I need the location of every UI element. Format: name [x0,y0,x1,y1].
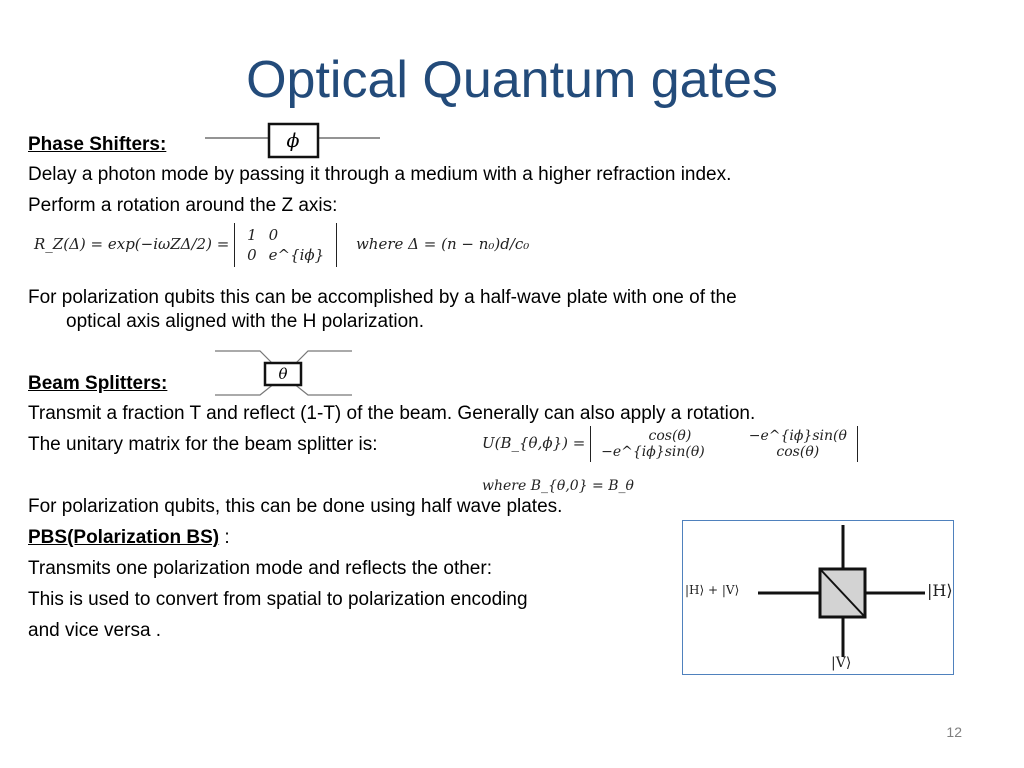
phase-shifter-gate-diagram: ϕ [205,122,380,159]
beam-splitters-heading: Beam Splitters: [28,372,167,396]
slide-title: Optical Quantum gates [246,51,778,109]
phase-line-1: Delay a photon mode by passing it throug… [28,164,732,185]
phase-polarization-line-b: optical axis aligned with the H polariza… [66,311,425,332]
beam-line-2: The unitary matrix for the beam splitter… [28,434,378,455]
pbs-label-output-h: |H⟩ [927,581,953,600]
beam-line-1: Transmit a fraction T and reflect (1-T) … [28,403,756,424]
beam-splitter-gate-diagram: θ [215,350,352,396]
phase-matrix-cell: 0 [268,226,279,244]
phase-gate-symbol: ϕ [287,130,300,152]
pbs-diagram [758,525,925,657]
beam-splitters-heading-text: Beam Splitters: [28,373,168,394]
page-number: 12 [946,724,962,740]
beam-matrix-cell: cos(θ) [776,444,820,460]
beam-formula-lhs: U(B_{θ,ϕ}) = [482,434,586,452]
pbs-line-2: This is used to convert from spatial to … [28,589,528,610]
bs-gate-symbol: θ [278,365,287,383]
phase-polarization-line-a: For polarization qubits this can be acco… [28,287,737,308]
beam-formula-where: where B_{θ,0} = B_θ [482,478,634,494]
bs-gate-box [263,361,303,387]
phase-shifters-heading-text: Phase Shifters: [28,134,167,155]
phase-formula-lhs: R_Z(Δ) = exp(−iωZΔ/2) = [34,235,230,253]
pbs-heading: PBS(Polarization BS) : [28,526,230,550]
beam-line-3: For polarization qubits, this can be don… [28,496,563,517]
phase-matrix: 1 0 0 e^{iϕ} [234,223,338,267]
pbs-heading-suffix: : [219,527,230,548]
pbs-cube-diagonal [819,568,866,618]
pbs-diagram-frame: |H⟩ + |V⟩ |H⟩ |V⟩ [682,520,954,675]
beam-matrix-cell: −e^{iϕ}sin(θ) [601,444,705,460]
pbs-label-input: |H⟩ + |V⟩ [685,583,740,597]
phase-formula-where: where Δ = (n − n₀)d/c₀ [355,235,530,253]
pbs-line-3: and vice versa . [28,620,162,641]
beam-formula: U(B_{θ,ϕ}) = cos(θ) −e^{iϕ}sin(θ −e^{iϕ}… [482,426,858,462]
phase-gate-box [267,122,320,159]
pbs-label-output-v: |V⟩ [831,655,852,671]
pbs-line-1: Transmits one polarization mode and refl… [28,558,492,579]
phase-line-2: Perform a rotation around the Z axis: [28,195,338,216]
phase-formula: R_Z(Δ) = exp(−iωZΔ/2) = 1 0 0 e^{iϕ} whe… [34,223,529,267]
beam-matrix-cell: −e^{iϕ}sin(θ [748,428,847,444]
pbs-heading-text: PBS(Polarization BS) [28,527,220,548]
phase-matrix-cell: 1 [247,226,257,244]
phase-matrix-cell: e^{iϕ} [268,246,325,264]
beam-matrix: cos(θ) −e^{iϕ}sin(θ −e^{iϕ}sin(θ) cos(θ) [590,426,858,462]
beam-matrix-cell: cos(θ) [648,428,692,444]
phase-matrix-cell: 0 [247,246,257,264]
phase-shifters-heading: Phase Shifters: [28,133,166,157]
